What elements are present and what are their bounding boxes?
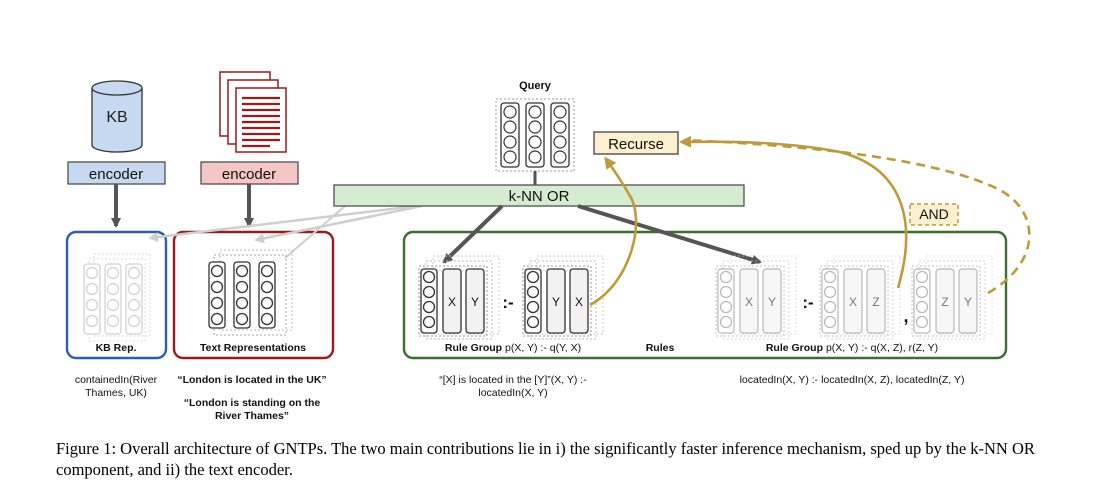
rule-group-2-example: locatedIn(X, Y) :- locatedIn(X, Z), loca… bbox=[740, 374, 965, 386]
knn-to-rule-group-2-arrow bbox=[577, 204, 762, 265]
rule-group-1-body-x: X bbox=[575, 295, 583, 309]
rule-group-1-head-x: X bbox=[448, 295, 456, 309]
text-example-2-line1: “London is standing on the bbox=[184, 397, 321, 409]
rule-group-2-body2-y: Y bbox=[964, 295, 972, 309]
knn-or-label: k-NN OR bbox=[509, 188, 570, 205]
documents-icon bbox=[219, 71, 287, 153]
query-embedding-column-2 bbox=[525, 102, 545, 168]
rule-group-2-body1-z: Z bbox=[872, 295, 879, 309]
rule-group-2-head-x: X bbox=[745, 295, 753, 309]
kb-representation-embeddings bbox=[83, 253, 151, 342]
query-embedding-column-3 bbox=[550, 102, 570, 168]
rule-group-2-body2-z: Z bbox=[941, 295, 948, 309]
rules-box bbox=[402, 230, 1008, 360]
rule-group-1-body-y: Y bbox=[552, 295, 560, 309]
and-box bbox=[909, 203, 959, 226]
kb-representation-label: KB Rep. bbox=[96, 342, 137, 354]
rule-group-1-label: Rule Group p(X, Y) :- q(Y, X) bbox=[445, 342, 581, 354]
recurse-arrow-rule-group-1 bbox=[589, 156, 638, 307]
rule-group-2-body1-x: X bbox=[849, 295, 857, 309]
knn-to-kb-arrow bbox=[148, 204, 417, 243]
knn-to-text-arrow bbox=[254, 204, 423, 244]
and-recurse-dashed-arrow bbox=[683, 138, 1031, 295]
kb-cylinder-label: KB bbox=[106, 109, 127, 126]
rule-group-1-example-line2: locatedIn(X, Y) bbox=[478, 387, 547, 399]
text-representation-embeddings bbox=[208, 249, 293, 336]
rule-group-1: X Y :- Y X bbox=[418, 255, 604, 340]
query-embedding-column-1 bbox=[500, 102, 520, 168]
figure-caption: Figure 1: Overall architecture of GNTPs.… bbox=[56, 439, 1035, 479]
rule-group-2-comma: , bbox=[903, 306, 908, 326]
rules-label: Rules bbox=[646, 342, 675, 354]
rule-group-2-head-y: Y bbox=[768, 295, 776, 309]
kb-example-line1: containedIn(River bbox=[75, 374, 158, 386]
knn-to-text-arrow-2 bbox=[284, 205, 346, 259]
text-representation-box bbox=[172, 230, 335, 360]
knn-to-rule-group-1-arrow bbox=[442, 204, 504, 264]
text-encoder-label: encoder bbox=[222, 166, 276, 183]
text-example-1: “London is located in the UK” bbox=[177, 374, 326, 386]
recurse-box bbox=[593, 131, 679, 155]
kb-representation-box bbox=[65, 230, 168, 360]
rule-group-2: X Y :- X Z , bbox=[715, 255, 993, 340]
kb-encoder-label: encoder bbox=[89, 166, 143, 183]
rule-group-1-neck: :- bbox=[502, 293, 513, 312]
rule-group-1-example-line1: “[X] is located in the [Y]”(X, Y) :- bbox=[439, 374, 587, 386]
text-representation-label: Text Representations bbox=[200, 342, 306, 354]
knn-or-bar bbox=[333, 184, 745, 207]
rule-group-2-label: Rule Group p(X, Y) :- q(X, Z), r(Z, Y) bbox=[766, 342, 938, 354]
rule-group-2-neck: :- bbox=[802, 293, 813, 312]
recurse-label: Recurse bbox=[608, 136, 664, 153]
rule-group-1-head-y: Y bbox=[471, 295, 479, 309]
kb-example-line2: Thames, UK) bbox=[85, 387, 147, 399]
kb-cylinder-icon bbox=[91, 80, 143, 153]
query-label: Query bbox=[519, 80, 552, 92]
query-embeddings bbox=[500, 102, 570, 168]
text-example-2-line2: River Thames” bbox=[215, 410, 289, 422]
and-label: AND bbox=[919, 206, 949, 222]
